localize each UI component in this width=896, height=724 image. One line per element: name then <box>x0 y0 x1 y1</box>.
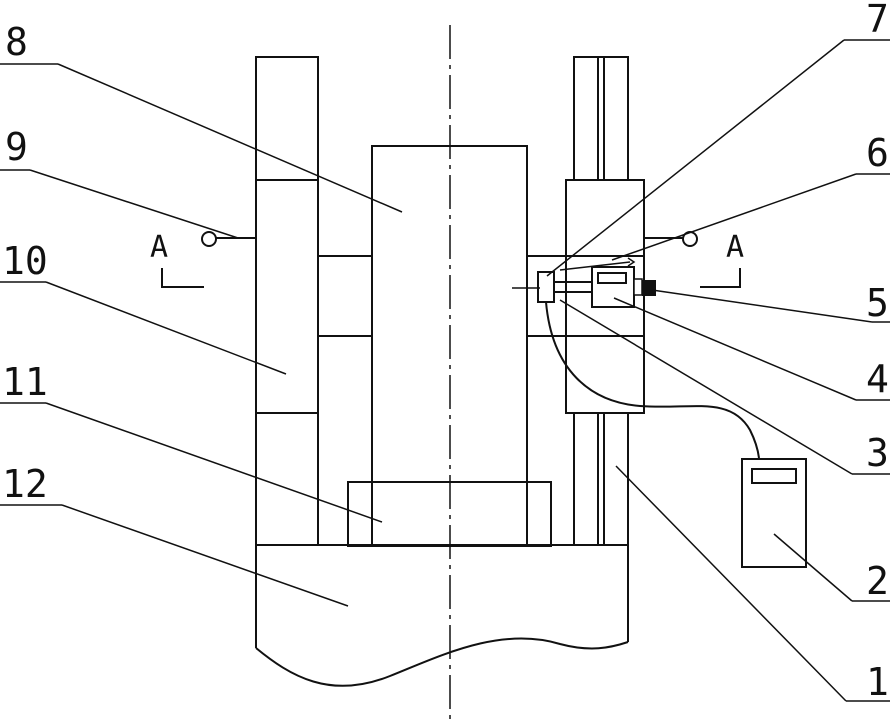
section-mark-right: A <box>700 230 744 287</box>
label-8: 8 <box>5 20 28 64</box>
section-label-right: A <box>726 230 744 265</box>
label-5: 5 <box>866 281 889 325</box>
lower-body <box>256 545 628 686</box>
leader-lines <box>0 40 890 701</box>
label-4: 4 <box>866 357 889 401</box>
section-label-left: A <box>150 230 168 265</box>
left-frame <box>256 57 318 545</box>
label-9: 9 <box>5 125 28 169</box>
display-unit <box>742 459 806 567</box>
label-11: 11 <box>2 360 48 404</box>
label-12: 12 <box>2 462 48 506</box>
label-2: 2 <box>866 559 889 603</box>
label-6: 6 <box>866 131 889 175</box>
sliding-carriage <box>527 180 644 413</box>
left-handle <box>202 232 256 246</box>
label-7: 7 <box>866 0 889 41</box>
label-3: 3 <box>866 431 889 475</box>
label-10: 10 <box>2 239 48 283</box>
section-mark-left: A <box>150 230 204 287</box>
label-1: 1 <box>866 660 889 704</box>
left-clamp <box>318 180 372 413</box>
probe-end-cap <box>642 280 656 296</box>
